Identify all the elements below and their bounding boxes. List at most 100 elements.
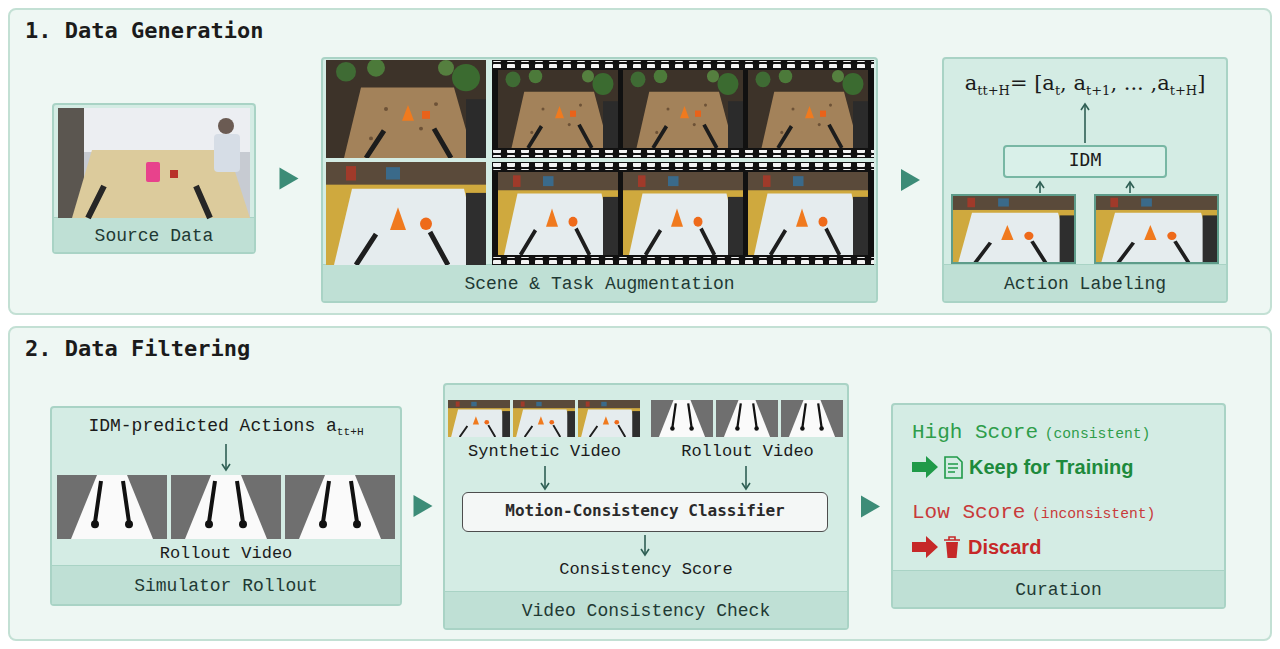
step-label: Curation — [1015, 580, 1101, 600]
classifier-label: Motion-Consistency Classifier — [505, 501, 784, 520]
rollout-video-frames — [716, 400, 778, 437]
synthetic-video-frames — [578, 400, 640, 437]
keep-icons — [948, 464, 958, 472]
arrow-head — [861, 496, 880, 518]
step-label-line: Video Consistency Check — [443, 595, 849, 627]
step-label: Source Data — [95, 226, 214, 246]
video-label: Synthetic Video — [468, 442, 621, 461]
idm-input-frames — [1095, 195, 1218, 263]
action-label: Discard — [968, 536, 1041, 558]
augmented-scenes — [492, 61, 874, 68]
discard-icons — [944, 537, 960, 540]
source-photo — [146, 162, 160, 182]
source-photo — [170, 170, 178, 178]
action-formula: t+H — [1170, 83, 1198, 98]
discard-icons — [946, 542, 958, 558]
idm-input-frames — [1095, 195, 1218, 263]
model-label-line: IDM — [1003, 145, 1167, 174]
step-label: Simulator Rollout — [134, 576, 318, 596]
score-label: (inconsistent) — [1032, 506, 1155, 522]
flow-arrows — [544, 466, 546, 489]
augmented-scenes — [492, 150, 874, 157]
action-formula: , ... ,a — [1110, 71, 1169, 95]
augmented-scenes — [498, 172, 618, 255]
model-box: IDM — [1003, 145, 1167, 178]
score-label: High Score — [912, 421, 1038, 444]
rollout-frames — [57, 475, 167, 539]
arrow-head — [414, 495, 433, 517]
augmented-scenes — [326, 162, 486, 265]
rollout-frames — [57, 475, 395, 539]
flow-connector — [402, 495, 443, 517]
flow-arrows — [1039, 182, 1041, 193]
rollout-video-frames — [781, 400, 843, 437]
flow-connector — [849, 496, 891, 518]
video-label-line: Rollout Video — [651, 440, 844, 464]
score-label: Consistency Score — [559, 560, 732, 579]
step-label: Action Labeling — [1004, 274, 1166, 294]
action-formula: t+1 — [1086, 83, 1110, 98]
score-label-line: Consistency Score — [443, 557, 849, 583]
source-photo — [214, 134, 240, 172]
step-label-line: Curation — [891, 574, 1226, 606]
action-formula: = [a — [1010, 71, 1055, 95]
rollout-frames — [285, 475, 395, 539]
augmented-scenes — [492, 162, 874, 265]
score-label: (consistent) — [1045, 426, 1151, 442]
model-label: IDM — [1069, 149, 1102, 170]
augmented-scenes — [748, 172, 868, 255]
action-formula: a — [965, 71, 978, 95]
panel-title-line: 2. Data Filtering — [25, 334, 445, 364]
input-label: IDM-predicted Actions a — [88, 416, 336, 436]
action-formula: ] — [1197, 71, 1205, 95]
input-label: tt+H — [337, 426, 364, 438]
score-label: Low Score — [912, 501, 1025, 524]
action-label-line: Discard — [968, 533, 1168, 561]
step-label-line: Scene & Task Augmentation — [321, 268, 878, 300]
source-photo — [58, 108, 250, 218]
arrow-head — [901, 169, 920, 191]
augmented-scenes — [498, 69, 618, 148]
augmented-scenes — [748, 69, 868, 148]
idm-input-frames — [952, 195, 1075, 263]
flow-arrows — [644, 535, 646, 555]
keep-icons — [912, 456, 962, 478]
augmented-scenes — [492, 257, 874, 264]
action-formula-line: att+H= [at, at+1, ... ,at+H] — [942, 66, 1228, 100]
augmented-scenes — [492, 163, 874, 170]
rollout-video-frames — [651, 400, 843, 437]
step-box: IDMatt+H= [at, at+1, ... ,at+H]Action La… — [942, 57, 1228, 303]
synthetic-video-frames — [448, 400, 640, 437]
flow-arrows — [1084, 104, 1086, 143]
keep-icons — [945, 457, 962, 478]
panel-title: 2. Data Filtering — [25, 336, 250, 361]
idm-input-frames — [952, 195, 1218, 263]
flow-arrows — [1129, 182, 1131, 193]
augmented-scenes — [326, 59, 874, 265]
score-label-line: High Score (consistent) — [912, 418, 1217, 448]
flow-arrows — [226, 104, 1130, 555]
step-label-line: Source Data — [52, 221, 256, 251]
panel-title-line: 1. Data Generation — [25, 16, 445, 46]
flow-connector — [878, 169, 942, 191]
video-label-line: Rollout Video — [50, 542, 402, 566]
idm-input-frames — [952, 195, 1075, 263]
action-formula: t — [1055, 83, 1060, 98]
step-label: Video Consistency Check — [522, 601, 770, 621]
step-box: High Score (consistent) Keep for TrainingL… — [891, 403, 1226, 609]
action-label: Keep for Training — [969, 456, 1133, 478]
discard-icons — [912, 536, 938, 558]
rollout-frames — [171, 475, 281, 539]
action-label-line: Keep for Training — [969, 453, 1219, 481]
augmented-scenes — [326, 59, 486, 158]
flow-arrows — [745, 466, 747, 489]
rollout-video-frames — [651, 400, 713, 437]
arrow-head — [280, 168, 299, 190]
flow-connector — [256, 168, 321, 190]
discard-icons — [912, 536, 960, 558]
step-label-line: Simulator Rollout — [50, 569, 402, 603]
flow-arrows — [225, 444, 227, 470]
source-photo — [88, 186, 210, 218]
keep-icons — [912, 456, 938, 478]
step-label-line: Action Labeling — [942, 268, 1228, 300]
